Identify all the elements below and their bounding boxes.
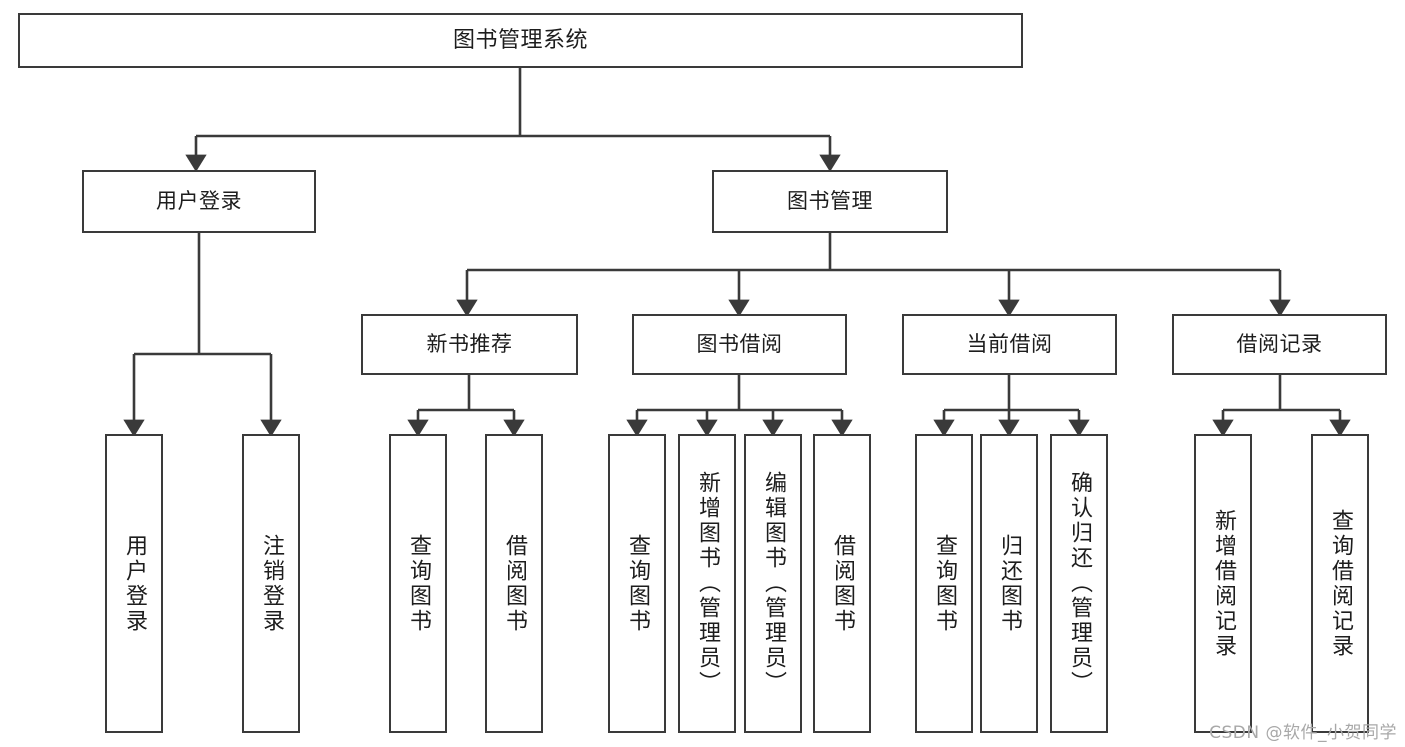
node-book-management[interactable]: 图书管理 bbox=[712, 170, 948, 233]
leaf-borrow-record-query-record[interactable]: 查询借阅记录 bbox=[1311, 434, 1369, 733]
node-current-borrow[interactable]: 当前借阅 bbox=[902, 314, 1117, 375]
leaf-new-book-query-book[interactable]: 查询图书 bbox=[389, 434, 447, 733]
node-root-book-management-system[interactable]: 图书管理系统 bbox=[18, 13, 1023, 68]
leaf-book-borrow-add-book-admin[interactable]: 新增图书（管理员） bbox=[678, 434, 736, 733]
leaf-label: 新增图书（管理员） bbox=[694, 471, 720, 696]
node-new-book-recommendation[interactable]: 新书推荐 bbox=[361, 314, 578, 375]
leaf-label: 借阅图书 bbox=[829, 533, 855, 634]
node-borrow-record[interactable]: 借阅记录 bbox=[1172, 314, 1387, 375]
leaf-label: 查询图书 bbox=[405, 533, 431, 634]
leaf-label: 新增借阅记录 bbox=[1210, 508, 1236, 659]
csdn-watermark: CSDN @软件_小贺同学 bbox=[1209, 723, 1397, 743]
leaf-label: 查询图书 bbox=[931, 533, 957, 634]
leaf-label: 归还图书 bbox=[996, 533, 1022, 634]
leaf-user-login-login[interactable]: 用户登录 bbox=[105, 434, 163, 733]
leaf-label: 用户登录 bbox=[121, 533, 147, 634]
leaf-label: 借阅图书 bbox=[501, 533, 527, 634]
leaf-book-borrow-query-book[interactable]: 查询图书 bbox=[608, 434, 666, 733]
leaf-label: 编辑图书（管理员） bbox=[760, 471, 786, 696]
leaf-user-login-logout[interactable]: 注销登录 bbox=[242, 434, 300, 733]
leaf-label: 注销登录 bbox=[258, 533, 284, 634]
node-label: 当前借阅 bbox=[966, 332, 1053, 357]
node-label: 图书管理系统 bbox=[452, 27, 588, 53]
leaf-current-borrow-confirm-return-admin[interactable]: 确认归还（管理员） bbox=[1050, 434, 1108, 733]
leaf-label: 查询借阅记录 bbox=[1327, 508, 1353, 659]
leaf-book-borrow-edit-book-admin[interactable]: 编辑图书（管理员） bbox=[744, 434, 802, 733]
node-label: 图书借阅 bbox=[696, 332, 783, 357]
leaf-label: 确认归还（管理员） bbox=[1066, 471, 1092, 696]
leaf-current-borrow-query-book[interactable]: 查询图书 bbox=[915, 434, 973, 733]
node-label: 借阅记录 bbox=[1236, 332, 1323, 357]
node-label: 新书推荐 bbox=[426, 332, 513, 357]
leaf-label: 查询图书 bbox=[624, 533, 650, 634]
leaf-book-borrow-borrow-book[interactable]: 借阅图书 bbox=[813, 434, 871, 733]
node-user-login[interactable]: 用户登录 bbox=[82, 170, 316, 233]
leaf-new-book-borrow-book[interactable]: 借阅图书 bbox=[485, 434, 543, 733]
leaf-current-borrow-return-book[interactable]: 归还图书 bbox=[980, 434, 1038, 733]
leaf-borrow-record-add-record[interactable]: 新增借阅记录 bbox=[1194, 434, 1252, 733]
node-book-borrow[interactable]: 图书借阅 bbox=[632, 314, 847, 375]
node-label: 用户登录 bbox=[156, 189, 242, 214]
node-label: 图书管理 bbox=[787, 189, 873, 214]
